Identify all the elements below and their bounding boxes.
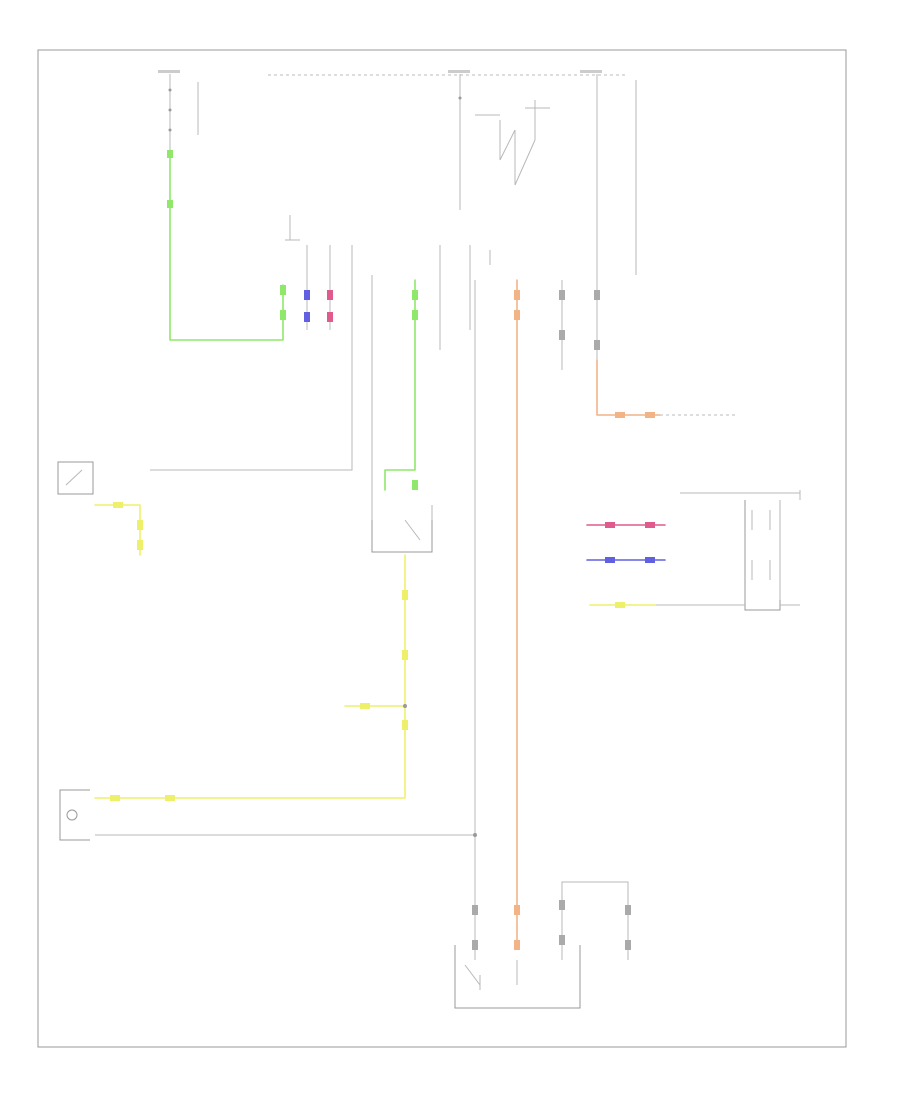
- conn-orange-8: [645, 412, 655, 418]
- conn-gray-3: [472, 905, 478, 915]
- conn-gray-5: [559, 900, 565, 910]
- body-control-module: [655, 490, 801, 611]
- conn-yellow-4: [360, 703, 370, 709]
- trunk-light-bracket: [59, 789, 90, 841]
- relay-switch: [499, 100, 536, 186]
- fuse-left-node-3: [168, 128, 172, 132]
- conn-yellow-5: [110, 795, 120, 801]
- fuse-right: [580, 70, 637, 360]
- trunk-lid-switch-contact: [65, 469, 83, 486]
- diagram-frame: [37, 49, 847, 1048]
- fuse-left-tab: [158, 70, 180, 73]
- conn-yellow-6: [165, 795, 175, 801]
- wire-green-left: [169, 149, 284, 341]
- trunk-lid-switch-wire: [94, 504, 141, 556]
- bcm-pin-tick-2: [751, 560, 771, 580]
- conn-orange-1: [514, 290, 520, 300]
- conn-orange-7: [615, 412, 625, 418]
- conn-blue-3: [605, 557, 615, 563]
- conn-blue-1: [304, 290, 310, 300]
- conn-green-4: [280, 310, 286, 320]
- trunk-lid-switch: [57, 461, 143, 556]
- conn-green-5: [412, 290, 418, 300]
- fuse-middle-tab: [448, 70, 470, 73]
- conn-yellow-10: [615, 602, 625, 608]
- bcm-pin-tick-1: [751, 510, 771, 530]
- conn-yellow-3: [402, 720, 408, 730]
- wire-yellow-main: [94, 554, 406, 799]
- wire-orange-right: [596, 359, 661, 416]
- bcm-bracket: [744, 500, 781, 611]
- conn-gray-7: [625, 905, 631, 915]
- conn-green-2: [167, 200, 173, 208]
- connector-stub-3: [150, 245, 353, 471]
- actuator-bracket: [454, 945, 581, 1009]
- conn-orange-6: [594, 340, 600, 350]
- conn-yellow-2: [402, 650, 408, 660]
- conn-yellow-8: [137, 520, 143, 530]
- conn-green-7: [412, 480, 418, 490]
- fuse-left: [158, 70, 199, 150]
- conn-yellow-9: [137, 540, 143, 550]
- conn-red-2: [327, 312, 333, 322]
- conn-gray-6: [559, 935, 565, 945]
- fuse-left-node-1: [168, 88, 172, 92]
- inhibitor-relay: [371, 505, 433, 553]
- trunk-lid-switch-body: [57, 461, 94, 495]
- conn-green-1: [167, 150, 173, 158]
- conn-red-4: [645, 522, 655, 528]
- conn-green-3: [280, 285, 286, 295]
- actuator-switch: [464, 964, 481, 990]
- yellow-splice: [403, 704, 407, 708]
- conn-yellow-1: [402, 590, 408, 600]
- relay-coil-leads: [475, 107, 550, 116]
- fuse-middle-node: [458, 96, 462, 100]
- trunk-light-bulb: [66, 809, 78, 821]
- ground-stub: [285, 215, 300, 241]
- fuse-middle: [448, 70, 550, 210]
- gray-splice: [473, 833, 477, 837]
- conn-orange-3: [514, 905, 520, 915]
- conn-blue-2: [304, 312, 310, 322]
- conn-green-6: [412, 310, 418, 320]
- trunk-light: [59, 789, 475, 841]
- conn-gray-2: [559, 330, 565, 340]
- conn-yellow-7: [113, 502, 123, 508]
- fuse-left-node-2: [168, 108, 172, 112]
- main-connector-stubs: [150, 215, 491, 520]
- inhibitor-relay-bracket: [371, 520, 433, 553]
- conn-gray-8: [625, 940, 631, 950]
- fuse-right-tab: [580, 70, 602, 73]
- conn-gray-4: [472, 940, 478, 950]
- conn-orange-5: [594, 290, 600, 300]
- conn-red-1: [327, 290, 333, 300]
- inhibitor-relay-switch: [404, 505, 433, 541]
- wire-green-center: [384, 279, 416, 491]
- bcm-rear-bracket: [779, 490, 801, 600]
- wire-gray-ground-loop: [561, 881, 629, 960]
- conn-blue-4: [645, 557, 655, 563]
- conn-orange-4: [514, 940, 520, 950]
- conn-orange-2: [514, 310, 520, 320]
- trunk-lid-lock-actuator: [454, 905, 581, 1009]
- conn-gray-1: [559, 290, 565, 300]
- conn-red-3: [605, 522, 615, 528]
